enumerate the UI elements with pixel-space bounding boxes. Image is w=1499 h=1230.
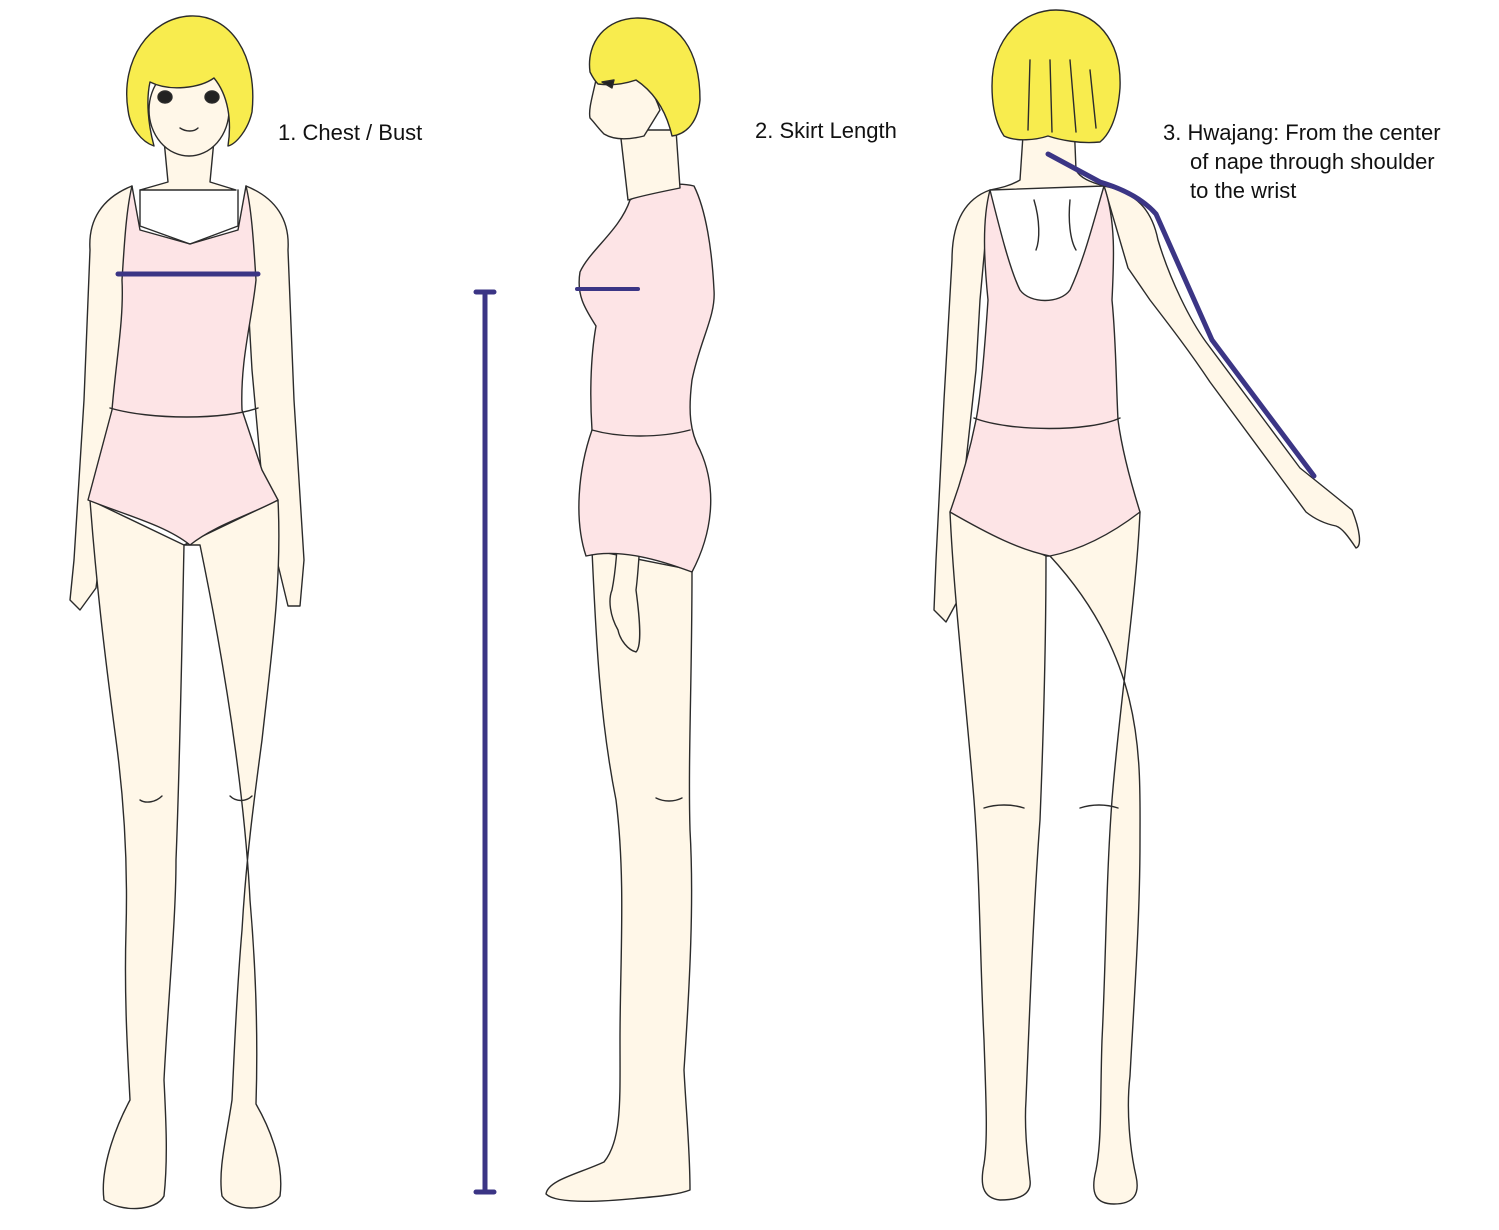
front-right-leg [183, 499, 282, 1209]
back-waist-line [973, 417, 1121, 430]
back-shoulder-blade-marks [1033, 199, 1077, 251]
side-hair [588, 17, 701, 137]
side-eye [601, 79, 615, 89]
front-view-figure [69, 15, 305, 1210]
front-left-leg [89, 499, 185, 1210]
back-right-arm [1103, 185, 1361, 549]
hwajang-measure-line [1045, 151, 1317, 479]
back-hair [991, 9, 1121, 144]
front-waist-line [109, 407, 259, 418]
side-leg [545, 549, 693, 1202]
side-swimsuit [578, 183, 715, 573]
back-swimsuit [949, 185, 1141, 557]
back-knee-marks [983, 804, 1119, 809]
side-knee-mark [655, 797, 683, 802]
back-right-leg [1045, 511, 1141, 1205]
hwajang-label-line-3: to the wrist [1190, 178, 1297, 203]
skirt-length-label: 2. Skirt Length [755, 118, 897, 143]
hwajang-label-line-1: 3. Hwajang: From the center [1163, 120, 1441, 145]
side-view-figure [545, 17, 715, 1202]
front-neckline [139, 189, 239, 245]
hwajang-label-line-2: of nape through shoulder [1190, 149, 1435, 174]
back-view-figure [933, 9, 1361, 1205]
back-hair-strands [1027, 59, 1097, 133]
side-waist-line [591, 429, 691, 437]
front-left-eye [157, 90, 173, 104]
front-knee-marks [139, 795, 253, 803]
hwajang-label: 3. Hwajang: From the center of nape thro… [1163, 118, 1441, 205]
back-left-leg [949, 511, 1047, 1201]
chest-bust-label: 1. Chest / Bust [278, 120, 423, 145]
front-mouth [179, 127, 199, 132]
side-neck [619, 129, 681, 201]
front-hair [126, 15, 254, 147]
front-right-eye [204, 90, 220, 104]
